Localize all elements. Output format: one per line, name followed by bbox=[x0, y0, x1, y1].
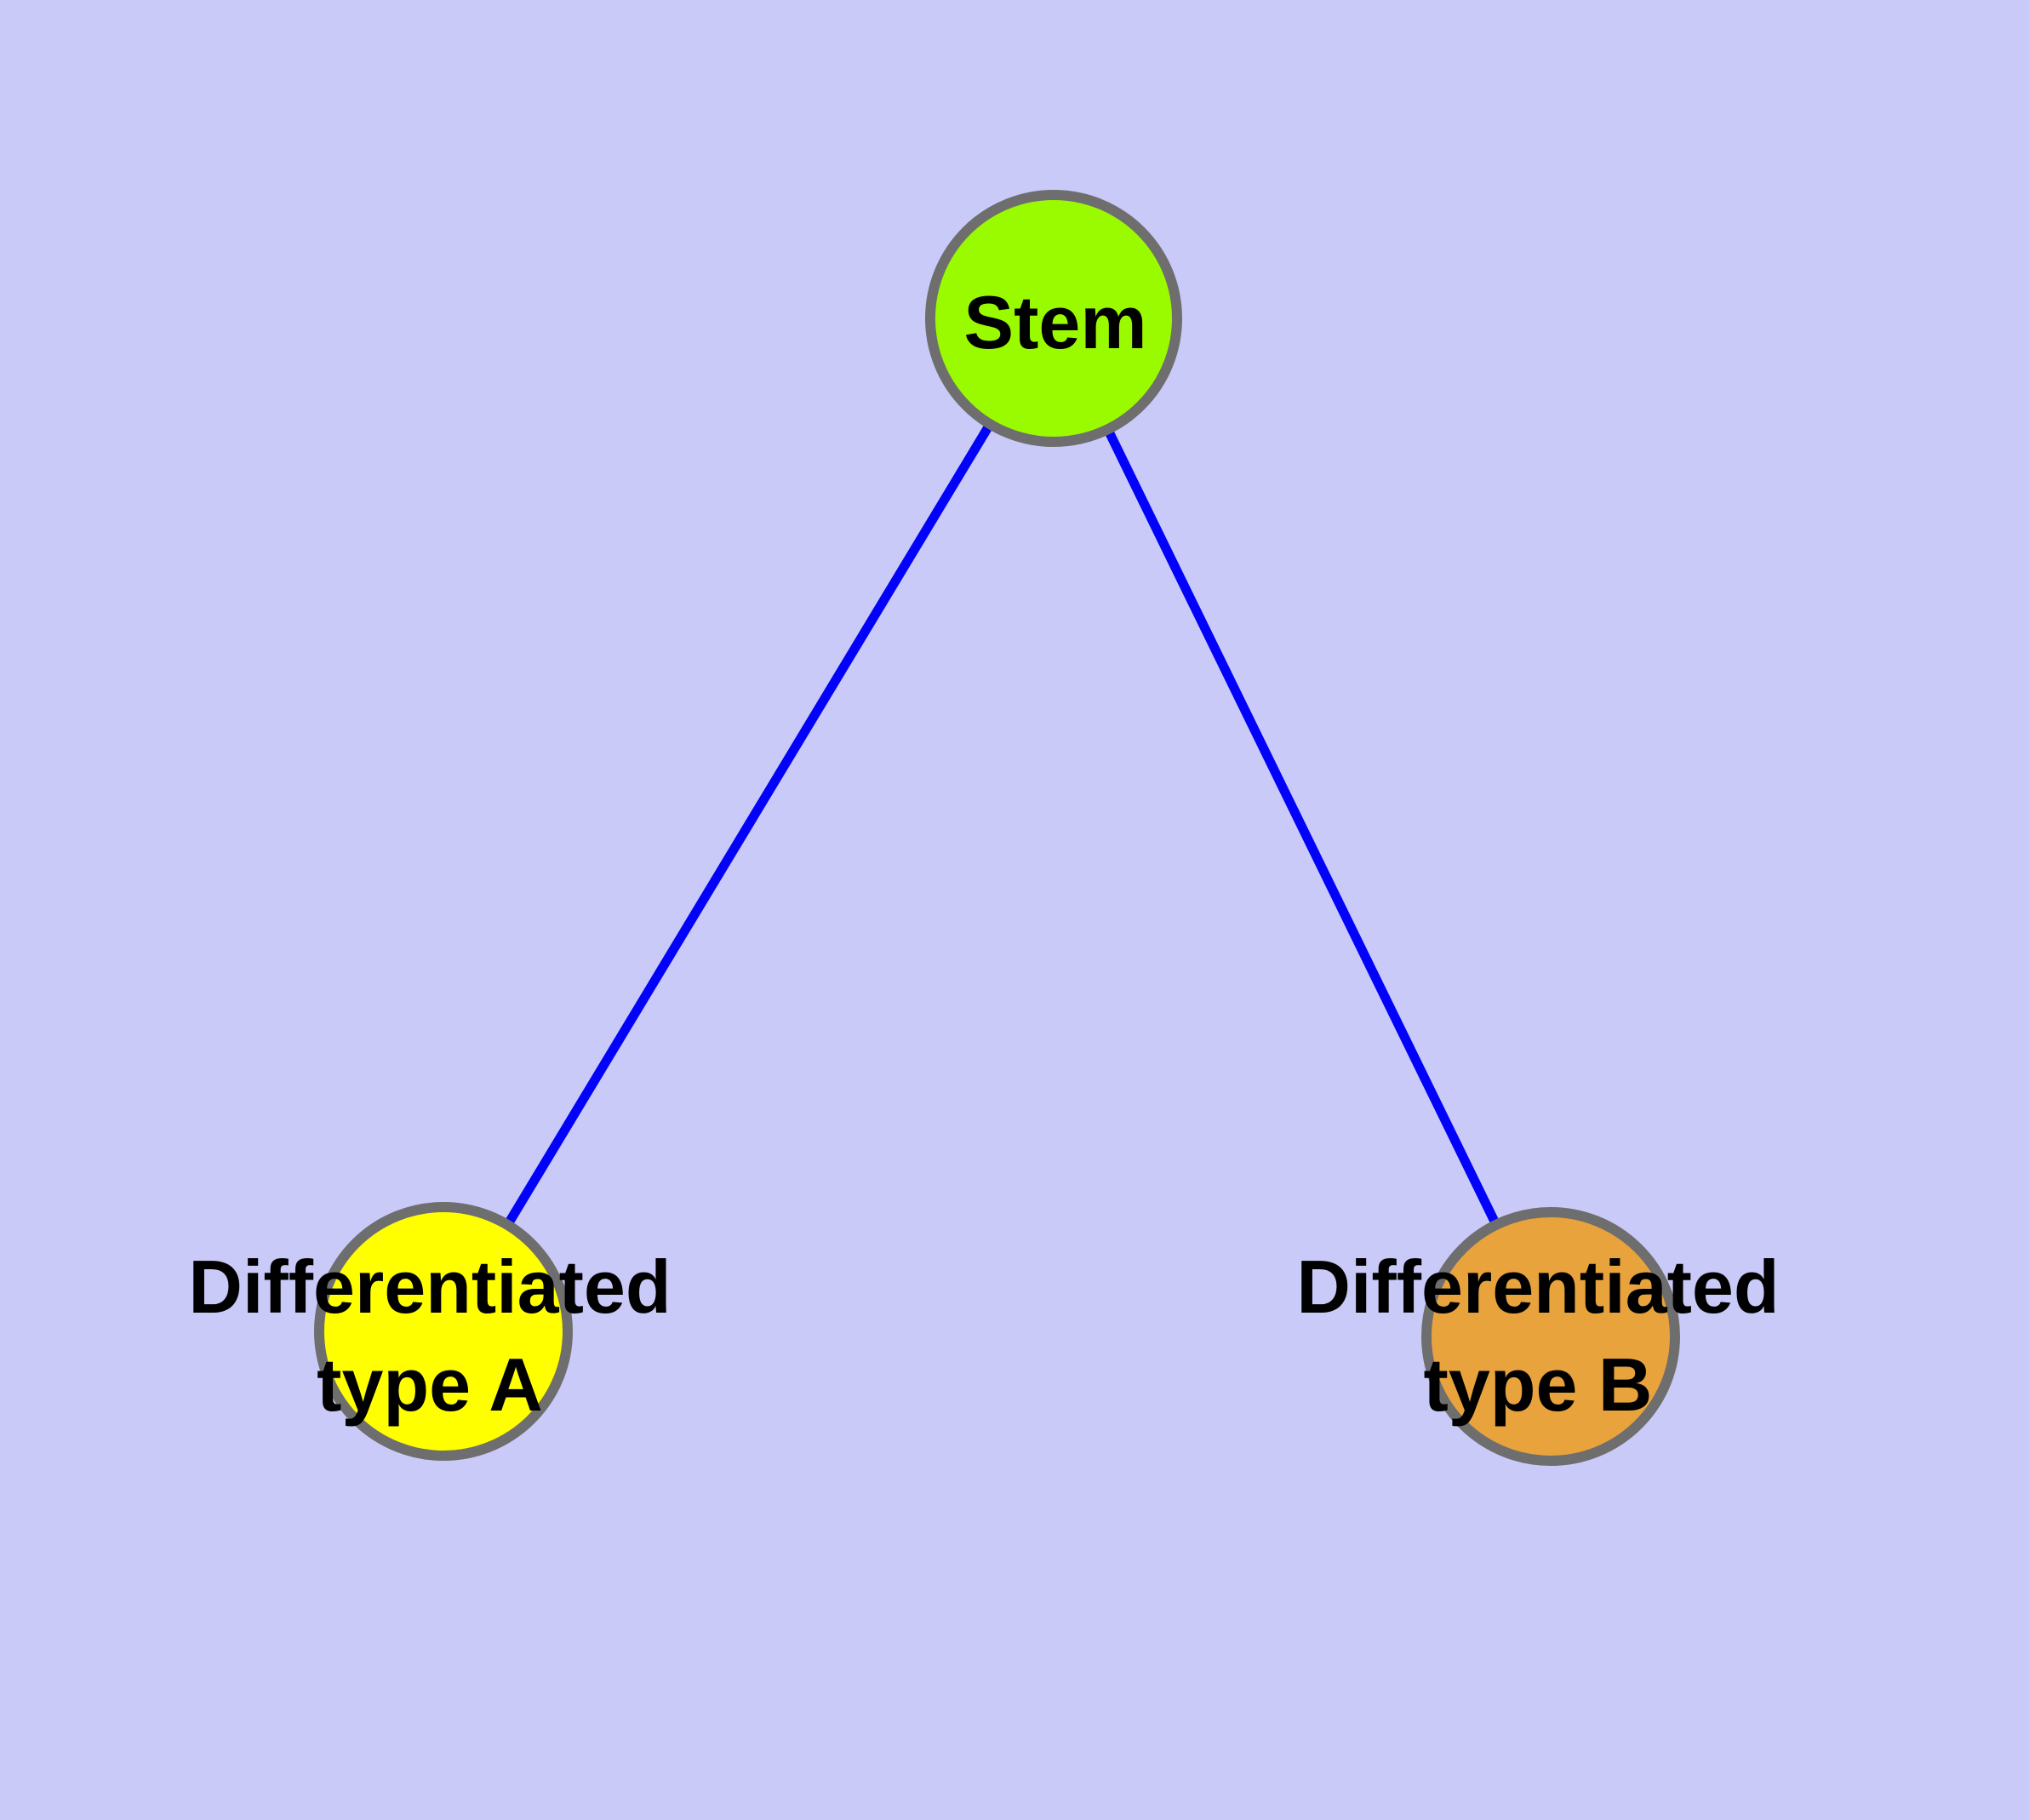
node-type-a-label-line1: Differentiated bbox=[188, 1245, 671, 1329]
node-type-b-circle bbox=[1421, 1207, 1680, 1466]
node-stem-label: Stem bbox=[963, 280, 1146, 364]
edge-stem-to-type-a bbox=[439, 316, 1058, 1334]
node-stem-circle bbox=[925, 190, 1182, 447]
node-type-a-circle bbox=[314, 1202, 573, 1461]
node-type-b-label-line1: Differentiated bbox=[1296, 1245, 1779, 1329]
node-type-a-label-line2: type A bbox=[317, 1342, 543, 1427]
node-type-b-label-line2: type B bbox=[1424, 1342, 1653, 1427]
edge-stem-to-type-b bbox=[1049, 316, 1555, 1339]
